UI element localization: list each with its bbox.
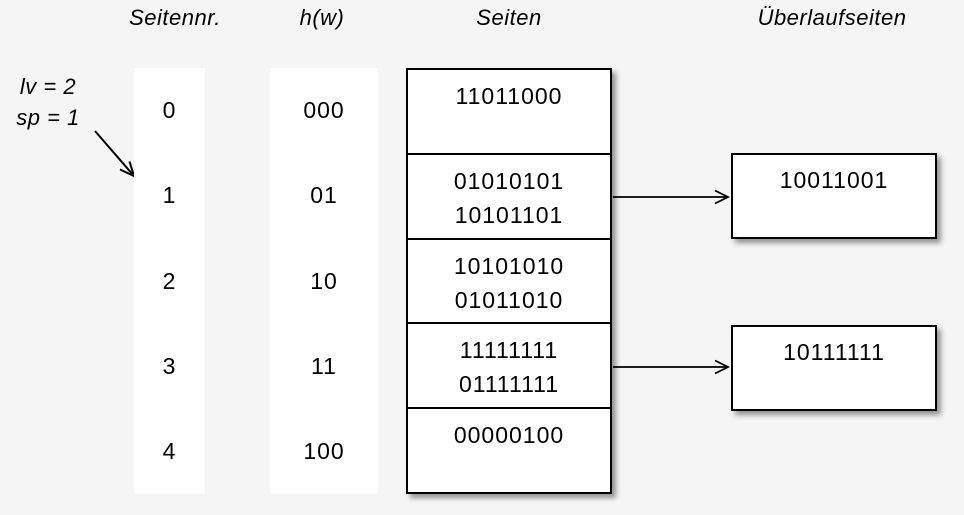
- page-number-cell: 0: [162, 97, 177, 124]
- overflow-arrow-bucket-3: [613, 359, 731, 375]
- bucket-2: 10101010 01011010: [408, 240, 610, 325]
- overflow-entry: 10011001: [779, 167, 889, 193]
- overflow-page-bucket-1: 10011001: [731, 153, 937, 239]
- bucket-entry: 00000100: [453, 422, 565, 449]
- hash-prefix-cell: 10: [310, 267, 338, 294]
- column-header-hash-function: h(w): [299, 5, 345, 30]
- hash-prefix-column: 000 01 10 11 100: [270, 68, 378, 494]
- page-number-cell: 3: [162, 352, 177, 379]
- page-number-cell: 2: [162, 267, 177, 294]
- overflow-arrow-bucket-1: [613, 189, 731, 205]
- bucket-entry: 01011010: [454, 286, 564, 313]
- split-pointer-value: sp = 1: [16, 105, 80, 130]
- bucket-entry: 11111111: [459, 337, 559, 364]
- level-value: lv = 2: [19, 74, 77, 99]
- column-header-overflow-pages: Überlaufseiten: [757, 5, 907, 30]
- bucket-0: 11011000: [408, 70, 610, 155]
- bucket-1: 01010101 10101101: [408, 155, 610, 240]
- overflow-page-bucket-3: 10111111: [731, 325, 937, 411]
- state-annotation: lv = 2 sp = 1: [6, 71, 90, 133]
- overflow-entry: 10111111: [783, 339, 885, 365]
- bucket-entry: 10101010: [453, 252, 565, 279]
- bucket-4: 00000100: [408, 409, 610, 492]
- page-number-cell: 1: [162, 182, 177, 209]
- bucket-entry: 11011000: [455, 83, 563, 109]
- hash-prefix-cell: 11: [311, 352, 337, 379]
- page-number-column: 0 1 2 3 4: [134, 68, 205, 494]
- hash-prefix-cell: 000: [303, 97, 345, 124]
- bucket-entry: 01111111: [458, 371, 560, 398]
- column-header-page-number: Seitennr.: [129, 5, 221, 30]
- hash-prefix-cell: 100: [303, 437, 345, 464]
- page-number-cell: 4: [162, 437, 177, 464]
- bucket-3: 11111111 01111111: [408, 324, 610, 410]
- column-header-pages: Seiten: [476, 5, 542, 30]
- pages-table: 11011000 01010101 10101101 10101010 0101…: [406, 68, 612, 494]
- hash-prefix-cell: 01: [310, 182, 338, 209]
- bucket-entry: 10101101: [454, 201, 564, 228]
- bucket-entry: 01010101: [453, 167, 565, 194]
